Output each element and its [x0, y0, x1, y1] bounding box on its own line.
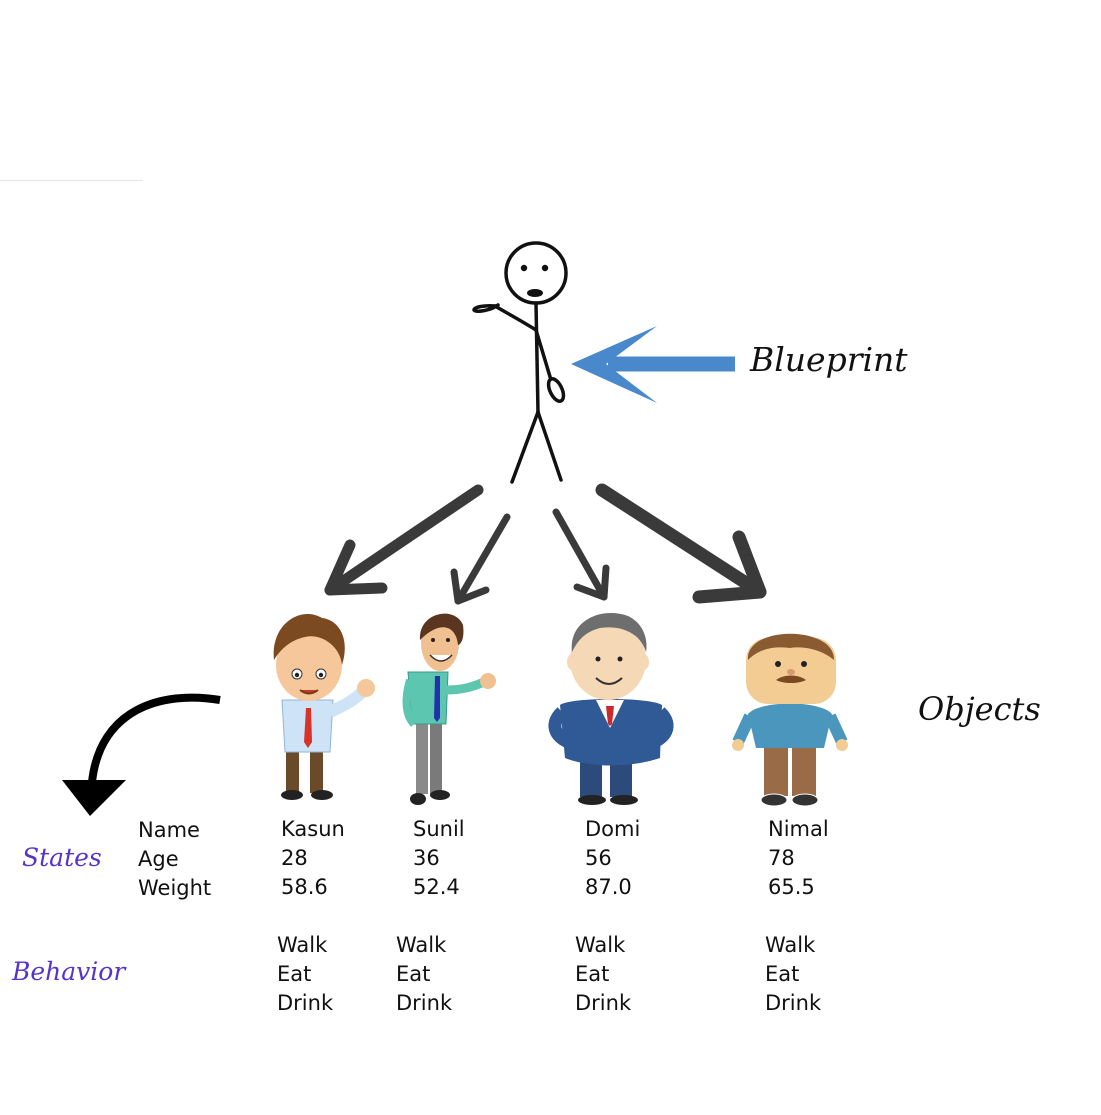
object-kasun-states: Kasun 28 58.6 [281, 815, 345, 902]
state-field-weight: Weight [138, 876, 212, 900]
behavior-item: Walk [396, 933, 447, 957]
arrow-to-kasun [324, 484, 484, 596]
object-age: 56 [585, 846, 612, 870]
object-domi-behaviors: Walk Eat Drink [575, 931, 631, 1018]
arrow-to-domi [552, 508, 610, 601]
behavior-item: Eat [277, 962, 312, 986]
stick-figure-icon [472, 241, 568, 484]
behavior-item: Drink [575, 991, 632, 1015]
object-age: 36 [413, 846, 440, 870]
states-label: States [22, 843, 102, 872]
cartoon-man-mustache-icon [732, 633, 848, 807]
object-nimal-states: Nimal 78 65.5 [768, 815, 829, 902]
arrow-to-nimal [595, 483, 767, 604]
object-weight: 65.5 [768, 875, 815, 899]
behavior-item: Eat [765, 962, 800, 986]
objects-label: Objects [918, 690, 1041, 728]
object-name: Kasun [281, 817, 345, 841]
behavior-item: Drink [765, 991, 822, 1015]
object-weight: 58.6 [281, 875, 328, 899]
blueprint-label: Blueprint [750, 340, 908, 379]
object-weight: 52.4 [413, 875, 460, 899]
cartoon-man-suit-icon [548, 613, 674, 805]
object-age: 78 [768, 846, 795, 870]
state-field-name: Name [138, 818, 200, 842]
object-sunil-behaviors: Walk Eat Drink [396, 931, 452, 1018]
behavior-item: Drink [396, 991, 453, 1015]
behavior-item: Drink [277, 991, 334, 1015]
behavior-item: Walk [575, 933, 626, 957]
blueprint-arrow-icon [571, 326, 735, 403]
object-name: Nimal [768, 817, 829, 841]
behavior-item: Eat [575, 962, 610, 986]
object-weight: 87.0 [585, 875, 632, 899]
state-field-list: Name Age Weight [138, 816, 211, 903]
behavior-label: Behavior [12, 957, 126, 986]
object-arrows [324, 483, 767, 605]
behavior-item: Walk [765, 933, 816, 957]
object-domi-states: Domi 56 87.0 [585, 815, 640, 902]
behavior-item: Eat [396, 962, 431, 986]
object-kasun-behaviors: Walk Eat Drink [277, 931, 333, 1018]
object-name: Sunil [413, 817, 465, 841]
divider-line [0, 180, 143, 181]
object-nimal-behaviors: Walk Eat Drink [765, 931, 821, 1018]
behavior-item: Walk [277, 933, 328, 957]
state-field-age: Age [138, 847, 179, 871]
curved-arrow-icon [62, 693, 221, 816]
object-name: Domi [585, 817, 641, 841]
object-age: 28 [281, 846, 308, 870]
arrow-to-sunil [450, 513, 511, 605]
object-sunil-states: Sunil 36 52.4 [413, 815, 465, 902]
cartoon-man-tall-icon [402, 613, 496, 805]
cartoon-man-waving-icon [273, 614, 375, 800]
